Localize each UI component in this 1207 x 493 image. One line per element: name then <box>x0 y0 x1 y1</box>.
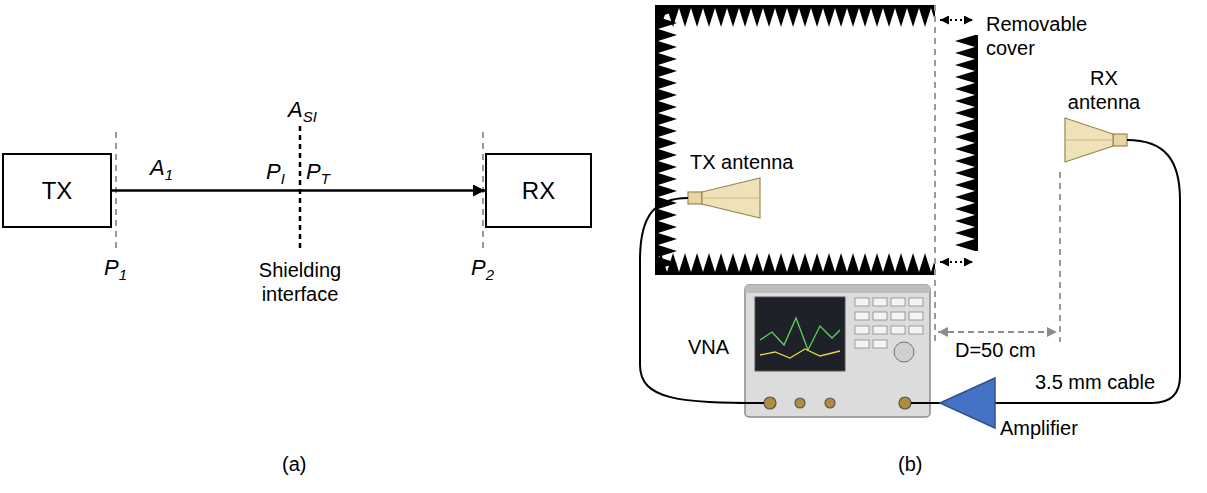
box-text: RX <box>522 177 555 205</box>
panel-label: (a) <box>282 452 306 476</box>
removable-cover <box>955 35 978 251</box>
symbol-label: PT <box>306 158 330 193</box>
dimension-extension <box>934 5 936 342</box>
horn-antenna <box>1065 118 1127 162</box>
box-text: TX <box>42 177 73 205</box>
horn-antenna <box>688 178 760 218</box>
dotted-arrow <box>940 261 973 263</box>
dimension-extension <box>1059 172 1061 342</box>
symbol-label: P1 <box>104 254 127 289</box>
symbol-label: ASI <box>288 96 317 131</box>
dotted-arrow <box>940 19 973 21</box>
part-label: RX antenna <box>1058 66 1150 114</box>
part-label: Removable cover <box>986 12 1098 60</box>
dimension-label: D=50 cm <box>955 338 1036 362</box>
reference-plane <box>482 132 484 252</box>
shielding-interface-line <box>299 126 302 252</box>
part-label: 3.5 mm cable <box>1035 370 1155 394</box>
symbol-label: PI <box>266 158 285 193</box>
symbol-label: P2 <box>471 254 494 289</box>
cable <box>640 198 764 403</box>
part-label: VNA <box>688 335 729 359</box>
vna-instrument <box>745 285 930 417</box>
part-label: Amplifier <box>1000 416 1078 440</box>
transmitter-box: TX <box>2 153 112 228</box>
cable <box>995 140 1180 403</box>
signal-arrow <box>112 189 485 192</box>
reference-plane <box>115 132 117 252</box>
receiver-box: RX <box>485 153 592 228</box>
part-label: TX antenna <box>690 150 793 174</box>
symbol-label: A1 <box>150 154 173 189</box>
cable <box>911 402 940 404</box>
plane-label: Shielding interface <box>245 258 355 306</box>
absorber-left <box>655 5 677 275</box>
dimension-arrow <box>938 331 1057 333</box>
absorber-top <box>655 5 935 27</box>
panel-label: (b) <box>898 452 922 476</box>
amplifier-symbol <box>940 378 995 428</box>
absorber-bottom <box>655 253 935 275</box>
